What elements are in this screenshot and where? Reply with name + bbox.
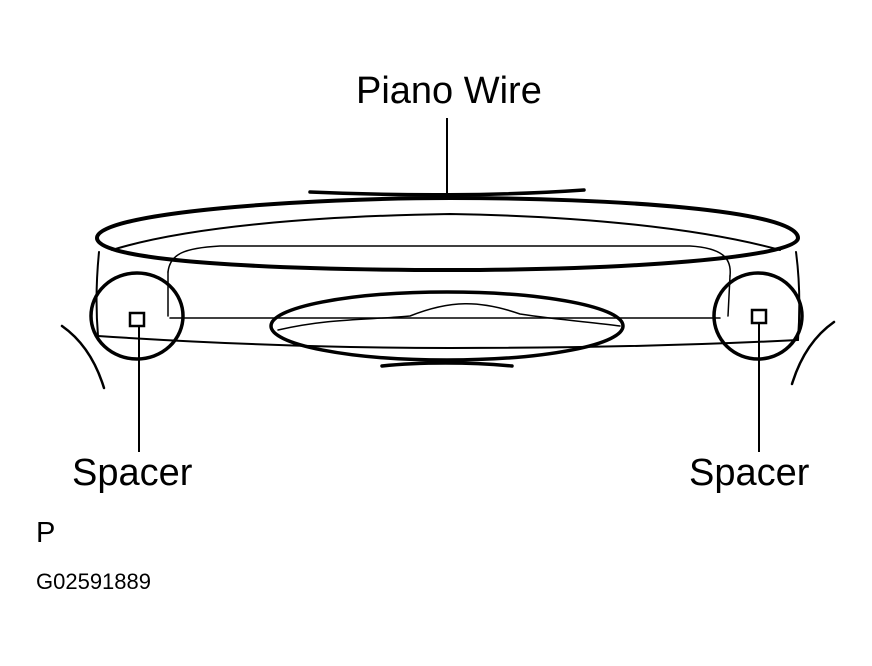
piano-wire-loop <box>94 195 801 273</box>
figure-code: G02591889 <box>36 569 151 594</box>
piano-wire-label: Piano Wire <box>356 70 542 112</box>
piano-wire-bottom-strand <box>380 361 514 368</box>
piano-wire-top-strand <box>308 188 586 197</box>
spacer-label-left: Spacer <box>72 452 193 494</box>
left-spacer-circle <box>89 271 185 361</box>
spacers <box>128 308 768 328</box>
center-wire-circle <box>269 290 625 362</box>
right-side-flare <box>790 320 836 386</box>
body-bottom-edge <box>97 335 799 349</box>
center-slot-wave <box>277 303 621 331</box>
right-spacer <box>750 308 768 325</box>
spacer-label-right: Spacer <box>689 452 810 494</box>
left-side-flare <box>60 324 106 390</box>
left-spacer <box>128 311 146 328</box>
top-rim-inner <box>111 213 781 251</box>
view-letter: P <box>36 517 56 549</box>
leader-lines <box>138 118 760 452</box>
bumper-body <box>60 213 836 390</box>
piano-wire <box>94 188 801 368</box>
